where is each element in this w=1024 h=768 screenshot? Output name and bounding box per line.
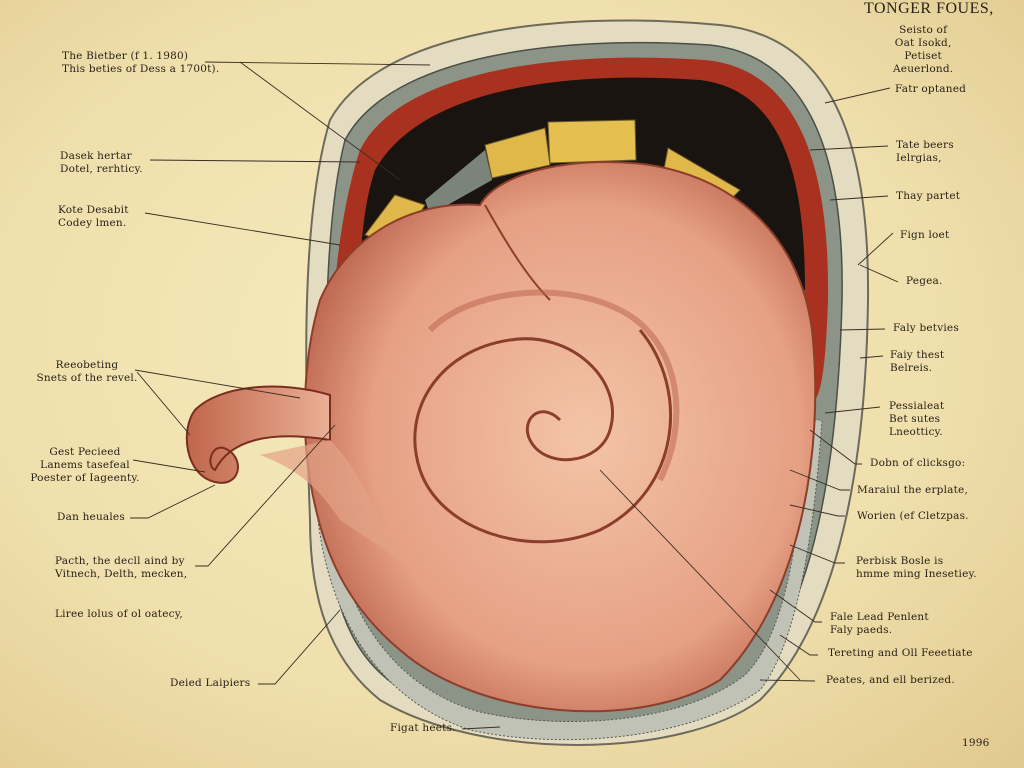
label-line: Belreis.	[890, 362, 933, 374]
label-right-11: Worien (ef Cletzpas.	[857, 510, 969, 522]
label-line: Tate beers	[896, 139, 954, 151]
label-line: Snets of the revel.	[36, 372, 138, 384]
label-left-8: Liree lolus of ol oatecy,	[55, 608, 183, 620]
label-line: Kote Desabit	[58, 204, 129, 216]
subtitle-line: Aeuerlond.	[893, 63, 954, 75]
label-line: Poester of Iageenty.	[30, 472, 140, 484]
label-right-3: Thay partet	[896, 190, 961, 202]
plate-subtitle: Seisto of Oat Isokd, Petiset Aeuerlond.	[893, 24, 953, 76]
label-line: Faiy thest	[890, 349, 945, 361]
label-line: Ielrgias,	[896, 152, 942, 164]
label-line: Dotel, rerhticy.	[60, 163, 143, 175]
subtitle-line: Oat Isokd,	[894, 37, 952, 49]
label-right-1: Fatr optaned	[895, 83, 967, 95]
label-line: Reeobeting	[55, 359, 119, 371]
leader-lines	[130, 61, 899, 730]
tooth	[484, 127, 551, 179]
label-line: This beties of Dess a 1700t).	[62, 63, 220, 75]
label-line: hmme ming Inesetiey.	[856, 568, 977, 580]
tongue-tip-curl	[185, 385, 331, 484]
label-line: Lneotticy.	[889, 426, 943, 438]
label-line: Perbisk Bosle is	[856, 555, 944, 567]
label-line: Pessialeat	[889, 400, 945, 412]
label-left-1: The Bietber (f 1. 1980)This beties of De…	[62, 50, 219, 76]
plate-year: 1996	[962, 737, 990, 749]
label-right-4: Fign loet	[900, 229, 950, 241]
label-bottom: Figat heets.	[390, 722, 456, 734]
label-right-10: Maraiul the erplate,	[857, 484, 968, 496]
plate-title: TONGER FOUES,	[864, 0, 994, 17]
label-line: Dasek hertar	[60, 150, 132, 162]
label-line: Lanems tasefeal	[40, 459, 130, 471]
tooth-gap	[425, 150, 492, 215]
label-line: Bet sutes	[889, 413, 941, 425]
subtitle-line: Petiset	[904, 50, 942, 62]
label-line: Faly paeds.	[830, 624, 893, 636]
tongue-spiral	[413, 329, 673, 544]
label-line: Fale Lead Penlent	[830, 611, 929, 623]
label-right-9: Dobn of clicksgo:	[870, 457, 966, 469]
label-line: Gest Pecieed	[49, 446, 121, 458]
tongue-body	[303, 160, 817, 713]
label-line: Vitnech, Delth, mecken,	[55, 568, 188, 580]
label-right-14: Tereting and Oll Feeetiate	[828, 647, 973, 659]
subtitle-line: Seisto of	[899, 24, 948, 36]
label-right-15: Peates, and ell berized.	[826, 674, 955, 686]
label-line: Pacth, the decll aind by	[55, 555, 185, 567]
label-right-5: Pegea.	[906, 275, 943, 287]
tooth	[547, 119, 637, 164]
label-line: Codey lmen.	[58, 217, 127, 229]
label-line: The Bietber (f 1. 1980)	[62, 50, 189, 62]
spiral-fold	[427, 289, 680, 482]
label-right-6: Faly betvies	[893, 322, 959, 334]
label-left-9: Deied Laipiers	[170, 677, 251, 689]
label-left-6: Dan heuales	[57, 511, 125, 523]
